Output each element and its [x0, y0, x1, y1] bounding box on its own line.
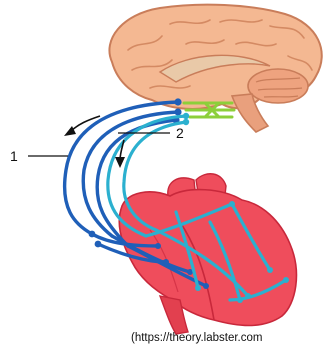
source-credit: (https://theory.labster.com — [131, 332, 262, 344]
label-2: 2 — [176, 125, 184, 141]
label-1: 1 — [10, 148, 18, 164]
